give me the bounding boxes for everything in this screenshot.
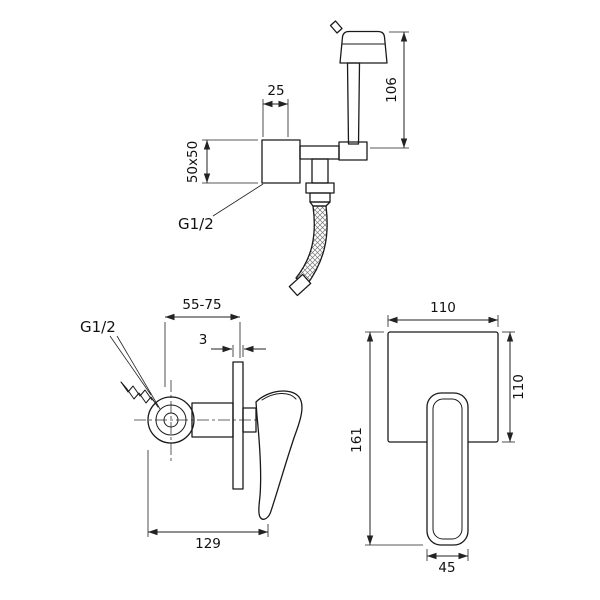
dim-plate-thickness: 3	[199, 332, 266, 357]
hose-nut-lower	[309, 192, 331, 203]
thread-label-sprayer: G1/2	[178, 215, 214, 233]
dim-text-total-height: 161	[349, 427, 365, 453]
dim-text-total-depth: 129	[195, 536, 221, 552]
thread-callout-sprayer: G1/2	[178, 183, 264, 233]
leader-line	[116, 335, 161, 410]
holder-ring	[338, 141, 368, 161]
outlet-stem	[311, 158, 329, 184]
sprayer-handle-tube	[346, 62, 361, 145]
mixer-front-view: 110 110 161 45	[349, 300, 527, 576]
dim-total-height: 161	[349, 331, 423, 546]
sprayer-view: 25 50x50 106 G1/2	[178, 20, 409, 297]
dim-plate-width: 110	[387, 300, 499, 327]
valve-body-outer	[147, 396, 195, 444]
dim-text-sprayer-length: 106	[384, 77, 400, 103]
dim-text-holder-width: 25	[267, 83, 284, 99]
dim-text-plate-thickness: 3	[199, 332, 208, 348]
sprayer-head	[339, 30, 388, 64]
dim-text-plate-height: 110	[511, 374, 527, 400]
valve-body-inner	[163, 412, 179, 428]
dim-holder-width: 25	[262, 83, 289, 137]
wall-outlet-square	[261, 139, 301, 184]
dim-text-plate-width: 110	[430, 300, 456, 316]
sprayer-trigger	[329, 20, 343, 34]
inlet-barb-bottom	[126, 388, 159, 408]
shower-hose	[295, 205, 328, 287]
dim-install-depth: 55-75	[164, 297, 241, 387]
leader-line	[109, 335, 152, 396]
handle-front	[426, 392, 469, 546]
handle-side-detail	[261, 393, 297, 401]
dim-plate-height: 110	[502, 331, 527, 443]
dim-wall-plate-size: 50x50	[185, 139, 258, 184]
hose-nut-upper	[305, 182, 335, 194]
dim-text-install-depth: 55-75	[182, 297, 221, 313]
thread-callout-mixer: G1/2	[80, 318, 161, 410]
mixer-side-view: 55-75 3 129 G1/2	[80, 297, 303, 552]
inlet-barb-top	[120, 381, 153, 401]
dim-text-handle-width: 45	[438, 560, 455, 576]
handle-side	[255, 390, 303, 520]
thread-label-mixer: G1/2	[80, 318, 116, 336]
handle-stem-side	[242, 407, 257, 433]
dim-total-depth: 129	[147, 450, 269, 552]
dim-text-wall-plate: 50x50	[185, 141, 201, 183]
holder-arm	[299, 145, 340, 160]
trim-plate-side	[232, 361, 244, 490]
sprayer-body	[261, 20, 388, 297]
leader-line	[212, 183, 264, 217]
handle-front-detail	[432, 398, 463, 540]
dim-sprayer-length: 106	[370, 31, 409, 149]
dim-handle-width: 45	[426, 549, 469, 576]
inlet-barb-end	[120, 381, 128, 390]
hose-end-fitting	[288, 273, 312, 297]
valve-body-mid	[155, 404, 187, 436]
